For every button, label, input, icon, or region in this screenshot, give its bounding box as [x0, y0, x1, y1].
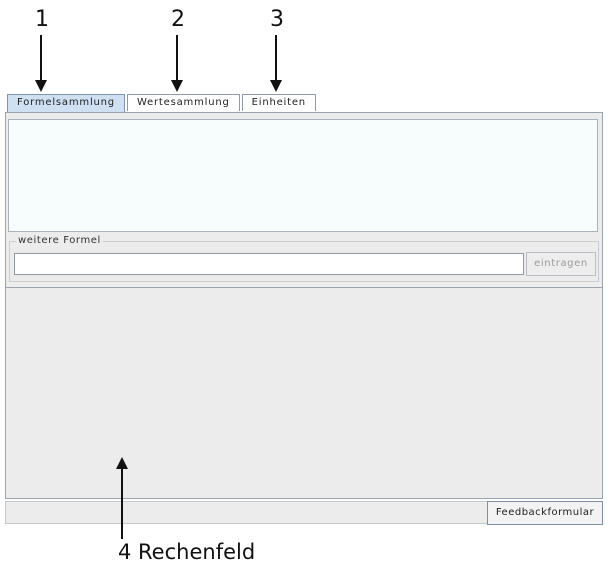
annotation-arrow-2-head: [171, 80, 183, 92]
tab-formelsammlung[interactable]: Formelsammlung: [7, 94, 125, 112]
formula-input[interactable]: [14, 253, 524, 275]
annotation-arrow-3-shaft: [275, 35, 277, 83]
annotation-number-1: 1: [35, 7, 49, 32]
annotation-label-rechenfeld: 4 Rechenfeld: [118, 540, 256, 564]
main-panel: weitere Formel eintragen: [5, 112, 603, 499]
formula-list-area[interactable]: [8, 119, 598, 232]
tab-bar: Formelsammlung Wertesammlung Einheiten: [7, 94, 318, 112]
annotation-arrow-4-head: [116, 457, 128, 469]
annotation-arrow-1-head: [35, 80, 47, 92]
annotation-number-3: 3: [270, 7, 284, 32]
tab-einheiten[interactable]: Einheiten: [241, 94, 316, 111]
annotation-arrow-4-shaft: [121, 467, 123, 539]
annotation-arrow-1-shaft: [40, 35, 42, 83]
add-formula-group: weitere Formel eintragen: [9, 234, 599, 282]
status-bar: Feedbackformular: [5, 501, 603, 525]
tab-wertesammlung[interactable]: Wertesammlung: [126, 94, 240, 111]
annotation-number-2: 2: [171, 7, 185, 32]
formula-section: weitere Formel eintragen: [6, 113, 602, 288]
eintragen-button[interactable]: eintragen: [526, 252, 596, 276]
annotation-arrow-3-head: [270, 80, 282, 92]
rechenfeld-area[interactable]: [6, 288, 602, 498]
annotation-arrow-2-shaft: [176, 35, 178, 83]
add-formula-legend: weitere Formel: [16, 234, 103, 248]
feedback-form-button[interactable]: Feedbackformular: [487, 501, 603, 525]
